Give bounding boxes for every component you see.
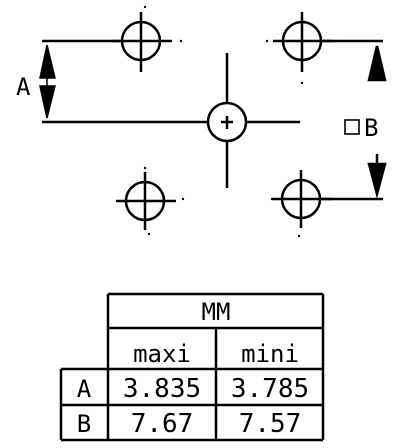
- hole-center: [206, 53, 300, 188]
- dimension-b-lines: [320, 39, 383, 201]
- row-b-label: B: [77, 410, 91, 438]
- dimension-b-label: B: [364, 114, 378, 142]
- row-b-mini: 7.57: [239, 409, 302, 439]
- dimension-a-label: A: [16, 73, 31, 101]
- table-grid: [59, 292, 325, 442]
- dimension-a-lines: [42, 39, 208, 124]
- column-header-maxi: maxi: [133, 340, 191, 368]
- row-b-maxi: 7.67: [131, 409, 194, 439]
- row-a-maxi: 3.835: [123, 374, 201, 404]
- hole-bottom-left: [116, 172, 176, 230]
- dimension-table: MM maxi mini A 3.835 3.785 B 7.67 7.57: [59, 292, 325, 442]
- row-a-label: A: [77, 375, 92, 403]
- column-header-mini: mini: [241, 340, 299, 368]
- dimension-b-square-symbol: [344, 119, 360, 135]
- row-a-mini: 3.785: [231, 374, 309, 404]
- dimension-a-arrows: [39, 44, 56, 119]
- table-unit-header: MM: [202, 298, 231, 326]
- dimension-b-arrows: [367, 45, 387, 199]
